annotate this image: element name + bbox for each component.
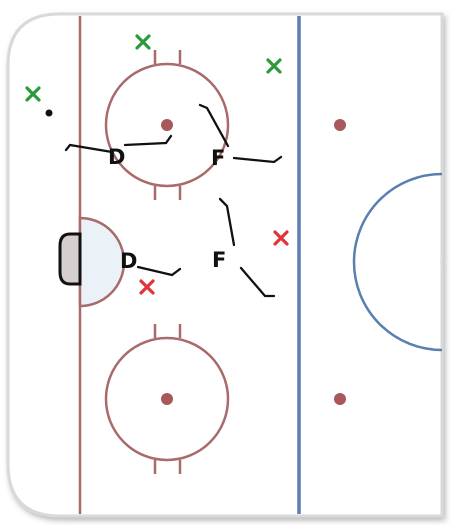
team-b-marker — [273, 230, 289, 246]
neutral-dot-top — [334, 119, 346, 131]
center-dot — [440, 258, 442, 266]
rink-boards — [6, 12, 444, 518]
team-a-marker — [135, 34, 151, 50]
player-d-bottom: D — [120, 249, 137, 273]
goal-crease — [78, 216, 126, 308]
faceoff-circle-bottom — [104, 324, 230, 474]
team-a-marker — [25, 86, 41, 102]
stick-f-top — [198, 103, 283, 164]
stick-d-left — [64, 134, 173, 154]
stick-d-bottom — [136, 265, 182, 277]
player-f-bottom: F — [212, 248, 226, 272]
stick-f-bottom-upper — [218, 197, 236, 247]
puck — [45, 109, 53, 117]
faceoff-circle-top — [104, 50, 230, 200]
player-f-top: F — [211, 146, 225, 170]
player-d-left: D — [108, 145, 125, 169]
team-b-marker — [139, 279, 155, 295]
neutral-dot-bottom — [334, 393, 346, 405]
faceoff-dot-bottom — [161, 393, 173, 405]
team-a-marker — [266, 58, 282, 74]
stick-f-bottom-lower — [239, 266, 276, 298]
center-circle — [352, 172, 442, 352]
faceoff-dot-top — [161, 119, 173, 131]
goal-net — [58, 232, 82, 286]
